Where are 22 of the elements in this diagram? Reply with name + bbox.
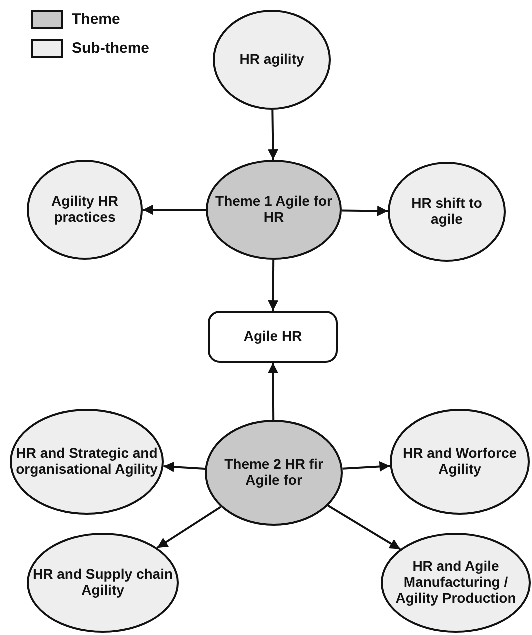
process-box: [208, 311, 338, 363]
node-label: Agility HR practices: [50, 194, 120, 226]
node-label: HR and Strategic and organisational Agility: [16, 446, 158, 478]
node-label: HR and Supply chain Agility: [33, 567, 173, 599]
node-label: HR and Agile Manufacturing / Agility Production: [394, 559, 518, 606]
arrow: [268, 260, 279, 312]
arrow: [156, 506, 222, 549]
node-label: HR shift to agile: [410, 196, 484, 228]
node-label: HR agility: [240, 52, 304, 68]
node-label: Theme 2 HR fir Agile for: [224, 457, 324, 489]
node-label: Agile HR: [244, 329, 302, 345]
arrow: [268, 110, 278, 160]
arrow: [342, 206, 388, 216]
arrow: [328, 504, 401, 550]
legend-label: Sub-theme: [72, 40, 150, 57]
node-label: HR and Worforce Agility: [402, 446, 518, 478]
arrow: [142, 204, 206, 216]
arrow: [164, 462, 206, 472]
arrow: [342, 461, 390, 472]
legend-label: Theme: [72, 11, 120, 28]
arrow: [268, 362, 278, 420]
node-label: Theme 1 Agile for HR: [214, 194, 334, 226]
